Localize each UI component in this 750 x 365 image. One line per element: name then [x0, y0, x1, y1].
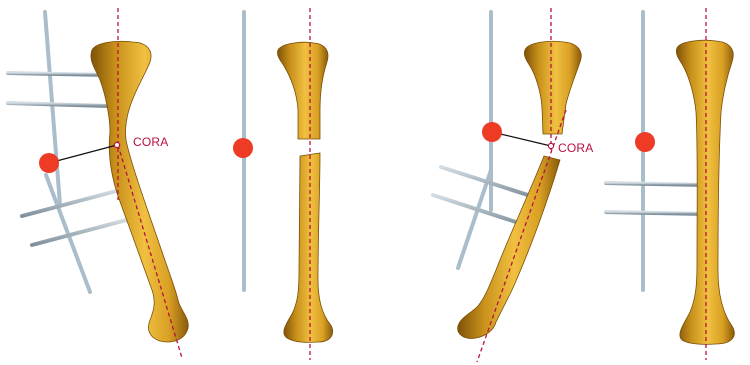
panel-d-half-pin-4 — [606, 212, 705, 214]
panel-d-red-hinge-dot-icon — [635, 132, 655, 152]
panel-c-distal-fragment — [458, 156, 560, 338]
panel-b-proximal-fragment — [277, 42, 327, 139]
panel-a-half-pin-3 — [22, 190, 120, 216]
panel-b-distal-fragment — [284, 153, 333, 342]
panel-c-proximal-fragment — [524, 41, 581, 134]
panel-a-half-pin-2 — [8, 103, 108, 106]
panel-a-red-hinge-dot-icon — [39, 153, 59, 173]
panel-a-cora-circle-marker-icon — [114, 142, 119, 147]
panel-a-half-pin-4 — [32, 219, 130, 245]
panel-c-red-hinge-dot-icon — [482, 122, 502, 142]
panel-c-cora-circle-marker-icon — [548, 143, 553, 148]
panel-a-cora-label: CORA — [133, 135, 168, 149]
panel-d — [606, 8, 734, 360]
panel-c-distal-frame-rod — [458, 170, 491, 268]
panel-b — [205, 8, 333, 360]
panel-b-red-hinge-dot-icon — [233, 138, 253, 158]
panel-a-hinge-connector — [49, 145, 117, 163]
panel-c: CORA — [433, 8, 593, 362]
panel-c-half-pin-3 — [441, 167, 534, 197]
panel-a: CORA — [8, 8, 188, 358]
panel-d-half-pin-3 — [606, 183, 705, 185]
panel-a-half-pin-1 — [8, 73, 108, 75]
panel-c-cora-label: CORA — [558, 141, 593, 155]
panel-a-tibia — [91, 41, 188, 342]
panel-d-tibia — [676, 40, 734, 344]
